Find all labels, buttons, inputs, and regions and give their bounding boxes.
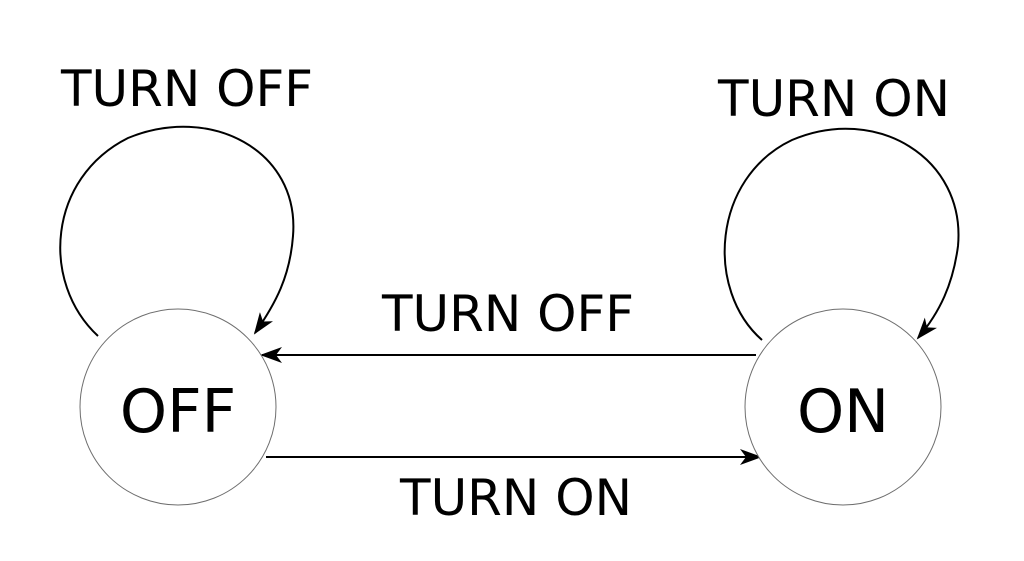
state-on-label: ON — [797, 377, 889, 447]
off-self-loop-label: TURN OFF — [60, 60, 313, 118]
on-self-loop-arrow — [723, 127, 960, 341]
on-to-off-label: TURN OFF — [381, 285, 634, 343]
on-self-loop-label: TURN ON — [717, 70, 950, 128]
state-on-circle — [744, 308, 942, 506]
state-off-circle — [79, 308, 277, 506]
off-to-on-label: TURN ON — [399, 469, 632, 527]
state-off-label: OFF — [120, 377, 236, 447]
off-self-loop-arrow — [59, 125, 295, 337]
